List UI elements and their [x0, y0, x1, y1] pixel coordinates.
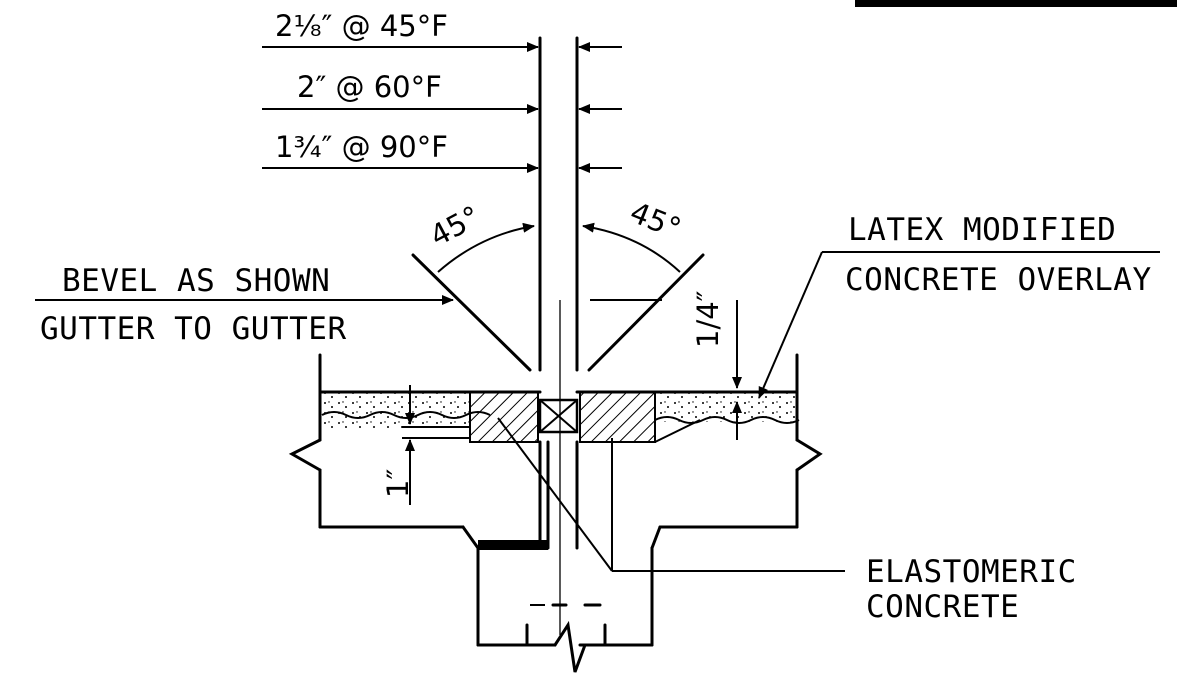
quarter-inch-label: 1/4″ [691, 290, 725, 348]
one-inch-dim [402, 385, 470, 505]
elastomeric-line2: CONCRETE [866, 589, 1019, 625]
gap-dim-60f: 2″ @ 60°F [297, 70, 442, 104]
joint-gap-lines [538, 36, 579, 372]
overlay-note-line2: CONCRETE OVERLAY [845, 262, 1152, 298]
one-inch-label: 1″ [381, 469, 415, 498]
elastomeric-leader [497, 417, 845, 572]
title-bar-fragment [855, 0, 1177, 7]
gap-dim-45f: 2¹⁄₈″ @ 45°F [275, 9, 448, 43]
elastomeric-line1: ELASTOMERIC [866, 554, 1077, 590]
angle-right-label: 45° [625, 195, 685, 246]
deck-slab [288, 300, 823, 673]
overlay-note-line1: LATEX MODIFIED [848, 212, 1116, 248]
bevel-note-line2: GUTTER TO GUTTER [40, 311, 347, 347]
bevel-note-line1: BEVEL AS SHOWN [62, 263, 330, 299]
gap-dimension-arrows [262, 42, 622, 173]
overlay-leader [758, 251, 1160, 399]
bevel-angle-lines [411, 222, 705, 372]
gap-dim-90f: 1³⁄₄″ @ 90°F [275, 130, 448, 164]
